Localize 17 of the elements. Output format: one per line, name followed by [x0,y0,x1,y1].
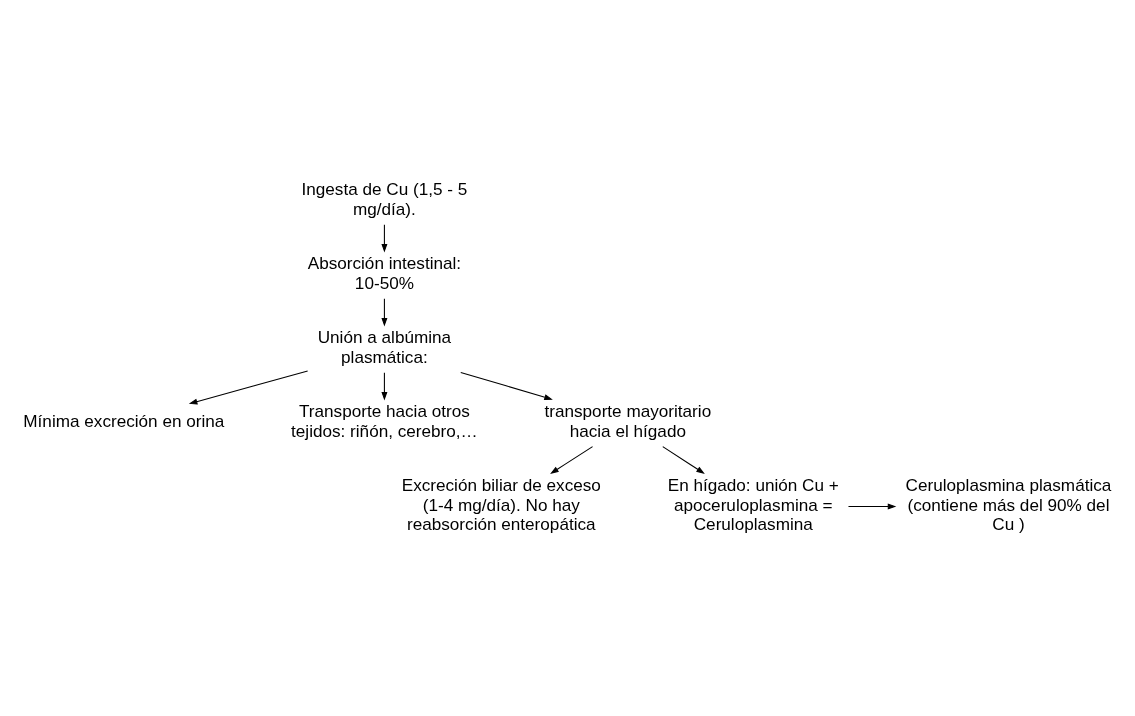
node-text: Ingesta de Cu (1,5 - 5 mg/día). [301,178,468,219]
arrow [381,297,388,327]
node-text: transporte mayoritario hacia el hígado [544,400,712,441]
arrow [381,371,388,401]
arrow [847,502,897,509]
node-text: Mínima excreción en orina [23,410,225,431]
node-text: Excreción biliar de exceso (1-4 mg/día). No hay reabsorción enteropática [401,474,601,534]
arrow [550,445,594,474]
arrow [662,445,705,474]
node-text: Absorción intestinal: 10-50% [307,252,462,293]
arrow [381,223,388,253]
node-text: Ceruloplasmina plasmática (contiene más del 90% del Cu ) [905,474,1112,534]
arrow [188,370,309,404]
node-text: Transporte hacia otros tejidos: riñón, cerebro,… [291,400,478,441]
node-text: Unión a albúmina plasmática: [317,326,452,367]
arrow [460,371,553,400]
node-text: En hígado: unión Cu + apoceruloplasmina = Ceruloplasmina [667,474,839,534]
